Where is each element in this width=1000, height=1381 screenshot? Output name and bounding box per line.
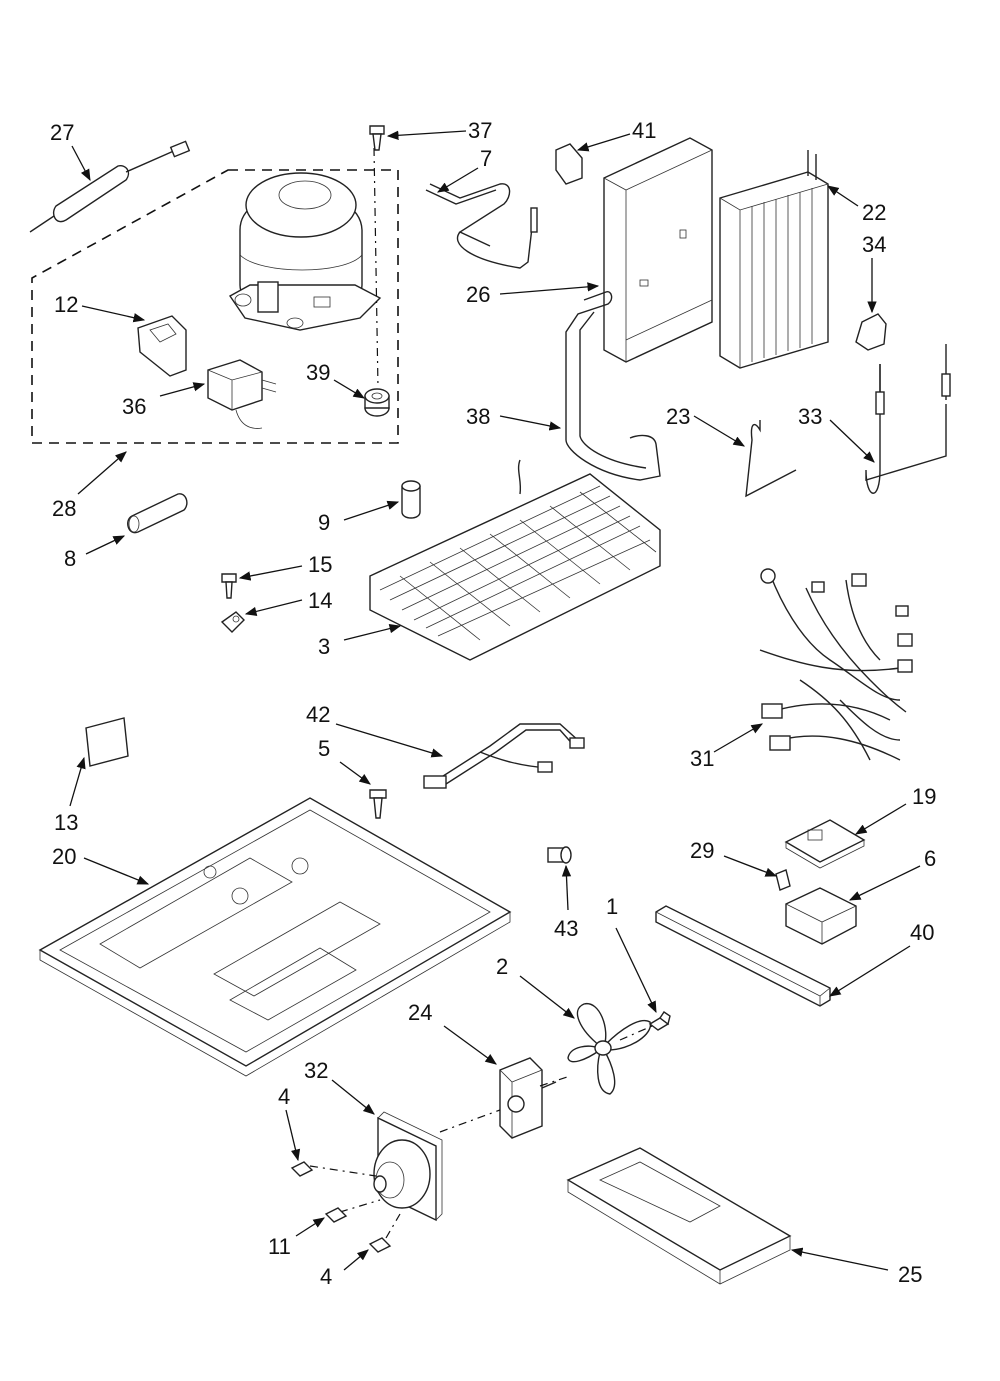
screw-15 [221, 573, 237, 599]
label-31: 31 [690, 746, 714, 771]
drier-27 [29, 140, 191, 233]
condenser-22 [719, 150, 829, 369]
box-6 [785, 887, 857, 945]
label-29: 29 [690, 838, 714, 863]
capacitor-9 [401, 480, 421, 519]
screw-4-upper [290, 1161, 314, 1177]
label-38: 38 [466, 404, 490, 429]
label-2: 2 [496, 954, 508, 979]
label-22: 22 [862, 200, 886, 225]
label-12: 12 [54, 292, 78, 317]
tube-8 [127, 493, 188, 534]
wire-harness-31 [759, 568, 913, 761]
label-40: 40 [910, 920, 934, 945]
mount-line-37 [373, 147, 379, 389]
label-5: 5 [318, 736, 330, 761]
strip-40 [655, 905, 831, 1007]
label-3: 3 [318, 634, 330, 659]
tube-33 [865, 344, 951, 494]
label-39: 39 [306, 360, 330, 385]
label-11: 11 [268, 1234, 291, 1259]
fan-shroud-32 [373, 1111, 443, 1222]
label-42: 42 [306, 702, 330, 727]
label-14: 14 [308, 588, 332, 613]
label-19: 19 [912, 784, 936, 809]
clip-41 [555, 143, 583, 185]
screw-37 [369, 125, 385, 151]
label-7: 7 [480, 146, 492, 171]
label-25: 25 [898, 1262, 922, 1287]
screw-11 [324, 1207, 348, 1223]
part-labels: 27 37 7 41 22 34 12 26 36 39 38 23 33 28… [50, 118, 936, 1289]
screw-5 [369, 789, 387, 819]
label-4-lower: 4 [320, 1264, 332, 1289]
label-8: 8 [64, 546, 76, 571]
bracket-23 [745, 420, 797, 498]
base-plate-20 [38, 797, 512, 1077]
label-13: 13 [54, 810, 78, 835]
plug-43 [547, 846, 572, 864]
screw-1 [648, 1011, 671, 1031]
label-43: 43 [554, 916, 578, 941]
shaft-line-fan [439, 1025, 653, 1133]
label-41: 41 [632, 118, 656, 143]
clip-29 [775, 869, 791, 891]
label-23: 23 [666, 404, 690, 429]
drain-pan-25 [566, 1147, 792, 1285]
label-36: 36 [122, 394, 146, 419]
label-24: 24 [408, 1000, 432, 1025]
label-4-upper: 4 [278, 1084, 290, 1109]
evaporator-cover-26 [603, 137, 713, 363]
label-15: 15 [308, 552, 332, 577]
label-34: 34 [862, 232, 886, 257]
clip-34 [855, 313, 887, 351]
label-33: 33 [798, 404, 822, 429]
relay-cover-12 [137, 315, 187, 377]
tube-38 [565, 291, 661, 481]
clip-14 [220, 611, 245, 633]
fan-motor-24 [499, 1057, 557, 1139]
label-28: 28 [52, 496, 76, 521]
control-board-19 [784, 819, 866, 869]
grommet-39 [364, 388, 390, 417]
label-1: 1 [606, 894, 618, 919]
relay-36 [207, 359, 277, 429]
tube-7 [425, 183, 538, 269]
label-32: 32 [304, 1058, 328, 1083]
evaporator-3 [369, 459, 661, 661]
label-37: 37 [468, 118, 492, 143]
pad-13 [85, 717, 129, 767]
mount-lines-32 [309, 1165, 401, 1239]
leader-lines [69, 130, 921, 1271]
fan-blade-2 [567, 1003, 651, 1095]
screw-4-lower [368, 1237, 392, 1253]
compressor [228, 172, 382, 331]
label-26: 26 [466, 282, 490, 307]
label-27: 27 [50, 120, 74, 145]
label-6: 6 [924, 846, 936, 871]
wire-harness-42 [423, 723, 585, 789]
label-9: 9 [318, 510, 330, 535]
label-20: 20 [52, 844, 76, 869]
compressor-assembly-outline [31, 169, 399, 444]
